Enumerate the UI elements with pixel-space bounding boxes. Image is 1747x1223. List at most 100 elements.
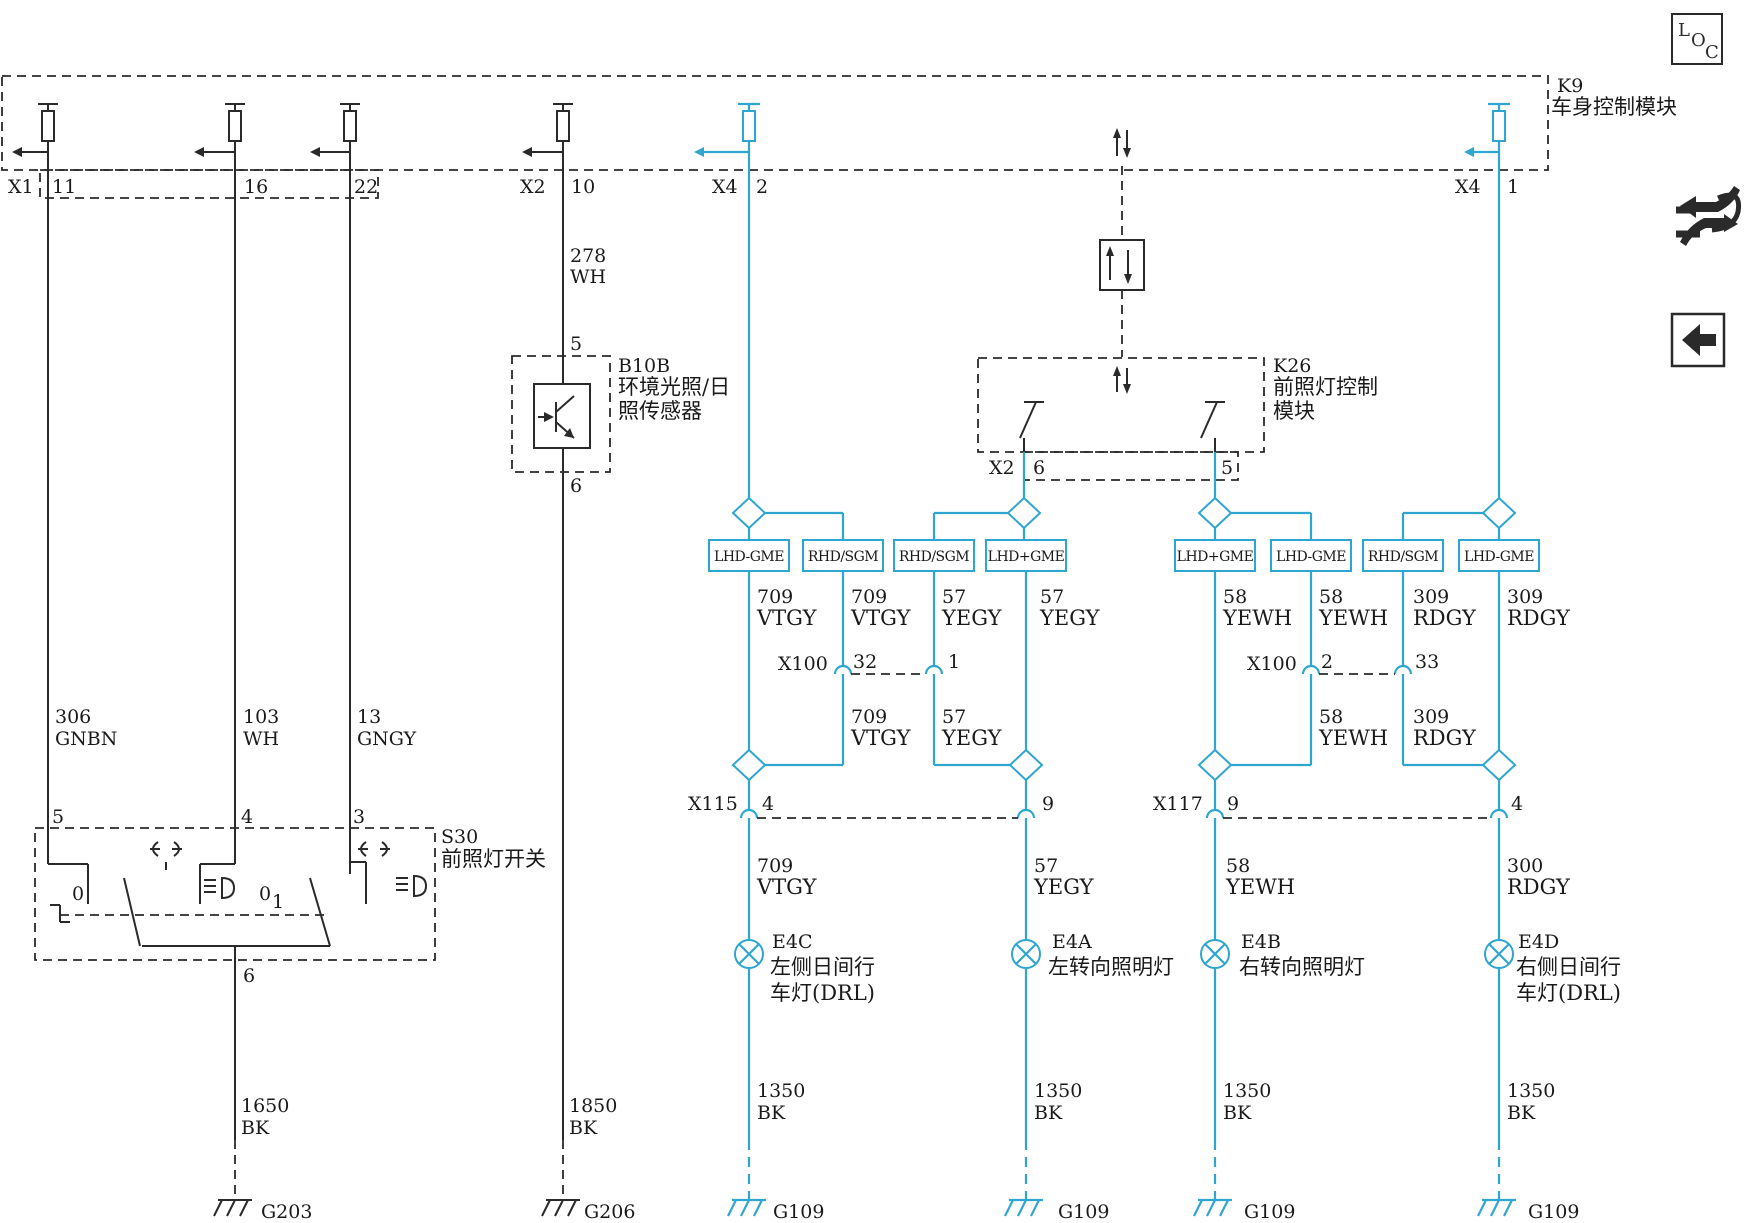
ground-icon-g203 — [213, 1199, 252, 1217]
ground-wire-1350-c-circuit: 1350 — [1223, 1080, 1271, 1102]
wire-278-circuit: 278 — [570, 245, 606, 267]
x117-pin-4: 4 — [1511, 793, 1523, 815]
b10b-name-line1: 环境光照/日 — [618, 375, 730, 399]
s30-pos-0: 0 — [72, 883, 84, 905]
wire-57-a-circuit: 57 — [942, 586, 966, 608]
lamp-e4a-name: 左转向照明灯 — [1048, 955, 1174, 979]
k9-name: 车身控制模块 — [1551, 95, 1677, 119]
phototransistor-icon — [533, 356, 591, 472]
lamp-e4c-name-line1: 左侧日间行 — [770, 955, 875, 979]
k26-switch-a — [1019, 401, 1044, 452]
lamp-e4d-id: E4D — [1518, 931, 1559, 953]
svg-text:RHD/SGM: RHD/SGM — [808, 549, 878, 565]
x115-pin-9: 9 — [1042, 793, 1054, 815]
wire-278-color: WH — [570, 266, 606, 288]
svg-text:LHD-GME: LHD-GME — [1276, 549, 1346, 565]
wire-709-b-circuit: 709 — [851, 586, 887, 608]
lamp-e4c-id: E4C — [772, 931, 813, 953]
lamp-e4b-id: E4B — [1241, 931, 1281, 953]
k26-name-line2: 模块 — [1273, 399, 1315, 423]
wire-57-a-color: YEGY — [941, 606, 1003, 630]
s30-pos-01: 0 — [259, 883, 271, 905]
k9-id: K9 — [1557, 75, 1583, 97]
lamp-e4c-icon — [734, 939, 764, 969]
svg-text:C: C — [1705, 42, 1719, 63]
splice-top-4 — [1401, 496, 1517, 540]
wire-309-a-color: RDGY — [1413, 606, 1477, 630]
k9-pin-10: 10 — [571, 176, 595, 198]
k26-id: K26 — [1273, 355, 1311, 377]
x117-pin-9: 9 — [1227, 793, 1239, 815]
wire-309-a-circuit: 309 — [1413, 586, 1449, 608]
x117-conn: X117 — [1153, 793, 1203, 815]
k9-module-box — [1, 75, 1549, 171]
wire-709-a-color: VTGY — [756, 606, 818, 630]
k9-driver-x1-16 — [194, 103, 245, 157]
s30-pin-3: 3 — [353, 806, 365, 828]
x100-a-pin-1: 1 — [948, 651, 960, 673]
x115-connector — [739, 808, 1036, 819]
wire-300-low-circuit: 300 — [1507, 855, 1543, 877]
wire-306-color: GNBN — [55, 728, 117, 750]
ground-label-g109-d: G109 — [1528, 1201, 1579, 1223]
k9-conn-x4-a: X4 — [712, 176, 738, 198]
k9-x1-connector-box — [39, 169, 379, 199]
ground-icon-g109-d — [1477, 1198, 1516, 1217]
wire-300-low-color: RDGY — [1507, 875, 1571, 899]
wire-103-color: WH — [243, 728, 279, 750]
k9-conn-x2: X2 — [520, 176, 546, 198]
x115-pin-4: 4 — [762, 793, 774, 815]
ground-wire-1350-d-color: BK — [1507, 1102, 1536, 1124]
splice-top-3 — [1197, 496, 1313, 540]
swap-arrows-icon[interactable] — [1676, 186, 1742, 246]
serial-data-link — [1099, 128, 1145, 394]
x100-connector-b — [1301, 664, 1413, 765]
k26-switch-b — [1200, 401, 1225, 452]
loc-icon[interactable]: L O C — [1671, 13, 1723, 65]
k9-driver-x1-11 — [12, 103, 58, 157]
option-box-8: LHD-GME — [1458, 539, 1540, 572]
splice-bottom-4 — [1403, 748, 1517, 810]
option-box-4: LHD+GME — [985, 539, 1067, 572]
svg-text:LHD-GME: LHD-GME — [714, 549, 784, 565]
wire-58-mid-circuit: 58 — [1319, 706, 1343, 728]
back-arrow-icon[interactable] — [1670, 312, 1726, 368]
ground-icon-g109-c — [1193, 1198, 1232, 1217]
lamp-e4a-icon — [1011, 939, 1041, 969]
ground-icon-g109-a — [727, 1198, 766, 1217]
k26-name-line1: 前照灯控制 — [1273, 375, 1378, 399]
s30-pin-5: 5 — [52, 806, 64, 828]
parking-lamp-icon-2 — [358, 841, 390, 857]
ground-label-g203: G203 — [261, 1201, 312, 1223]
ground-label-g109-a: G109 — [773, 1201, 824, 1223]
option-box-6: LHD-GME — [1270, 539, 1352, 572]
wire-13-circuit: 13 — [357, 706, 381, 728]
option-box-5: LHD+GME — [1174, 539, 1256, 572]
headlamp-icon-2 — [396, 874, 428, 898]
wire-103-circuit: 103 — [243, 706, 279, 728]
wire-13-color: GNGY — [357, 728, 417, 750]
wire-57-mid-circuit: 57 — [942, 706, 966, 728]
wire-58-b-color: YEWH — [1318, 606, 1388, 630]
ground-label-g206: G206 — [584, 1201, 635, 1223]
splice-bottom-2 — [934, 748, 1044, 810]
svg-text:RHD/SGM: RHD/SGM — [899, 549, 969, 565]
svg-text:LHD-GME: LHD-GME — [1464, 549, 1534, 565]
wire-709-mid-circuit: 709 — [851, 706, 887, 728]
splice-bottom-3 — [1197, 748, 1311, 810]
b10b-name-line2: 照传感器 — [618, 399, 702, 423]
s30-id: S30 — [441, 826, 478, 848]
b10b-pin-6: 6 — [570, 475, 582, 497]
headlamp-icon — [204, 876, 236, 900]
splice-top-1 — [731, 496, 845, 540]
ground-wire-1350-a-circuit: 1350 — [757, 1080, 805, 1102]
k9-conn-x4-b: X4 — [1455, 176, 1481, 198]
s30-pin-6: 6 — [243, 965, 255, 987]
option-box-2: RHD/SGM — [802, 539, 884, 572]
b10b-sensor-box — [511, 355, 611, 473]
wire-58-b-circuit: 58 — [1319, 586, 1343, 608]
k26-connector-box — [1023, 451, 1239, 481]
b10b-pin-5: 5 — [570, 333, 582, 355]
x100-b-pin-2: 2 — [1321, 651, 1333, 673]
